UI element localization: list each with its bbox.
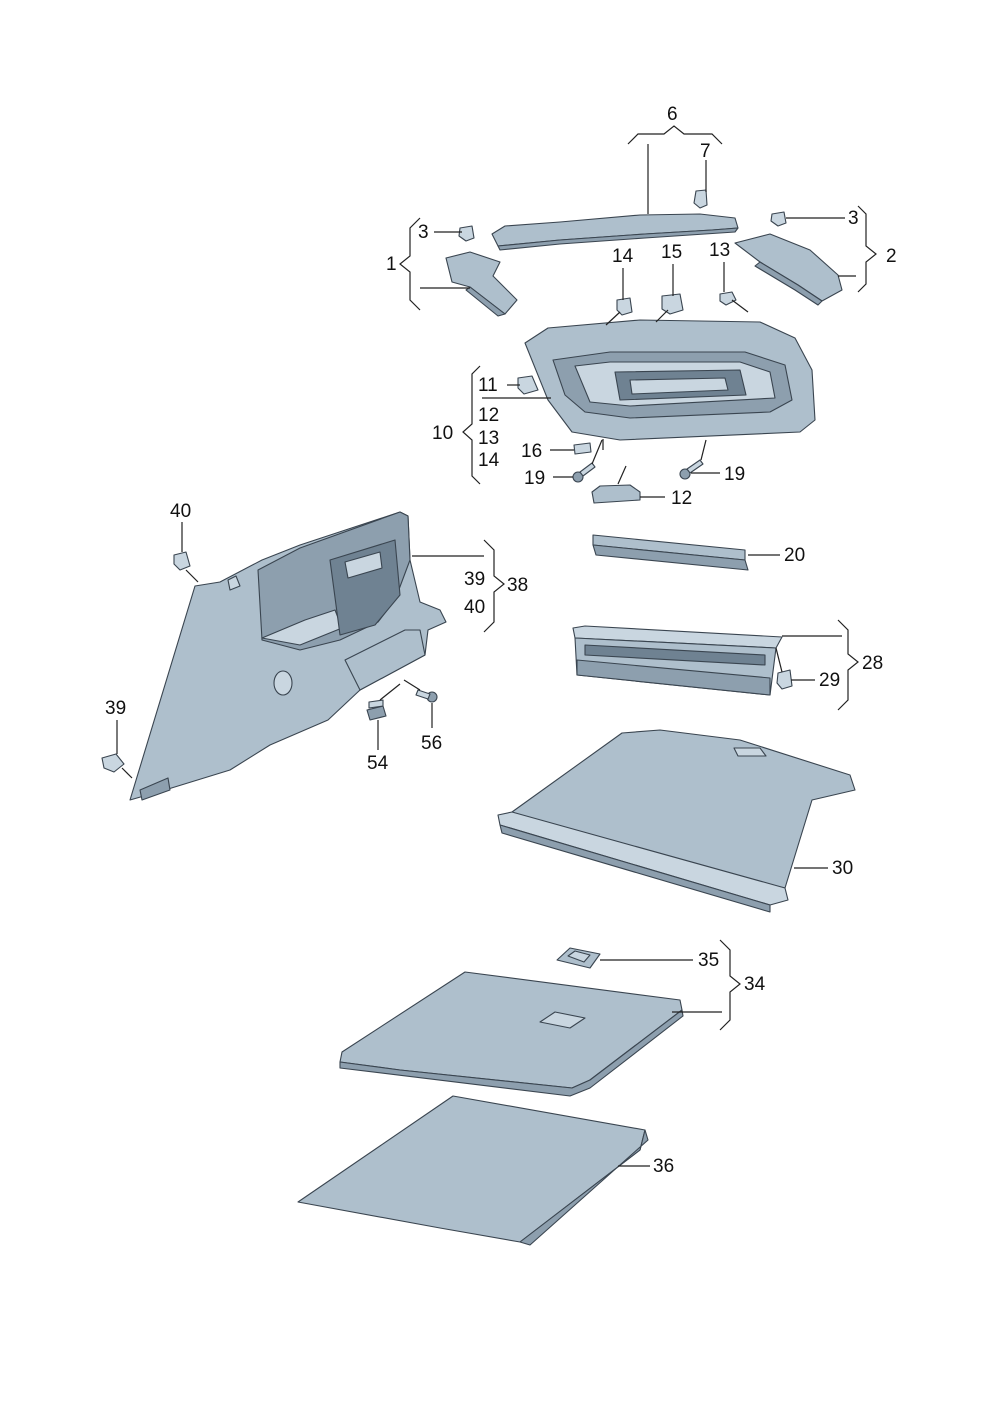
handle-12-part [591,484,641,504]
callout-36: 36 [653,1156,674,1177]
cargo-cover-housing-part [572,625,783,696]
callout-7: 7 [700,141,711,162]
callout-35: 35 [698,950,719,971]
clip-14-part [616,297,633,316]
leader-lines [116,125,877,1167]
callout-20: 20 [784,545,805,566]
clip-29-part [776,669,793,690]
callout-16: 16 [521,441,542,462]
callout-1: 1 [386,254,397,275]
clip-40-part [173,551,191,571]
callout-56: 56 [421,733,442,754]
callout-29: 29 [819,670,840,691]
callout-28: 28 [862,653,883,674]
callout-40-list: 40 [464,597,485,618]
callout-13-list: 13 [478,428,499,449]
tailgate-trim-panel-part [524,319,816,441]
sill-strip-part [592,534,749,571]
callout-3-right: 3 [848,208,859,229]
callout-19-right: 19 [724,464,745,485]
callout-19-left: 19 [524,468,545,489]
grommet-35-part [556,947,601,969]
luggage-cover-part [497,729,856,913]
clip-3-left-part [458,225,475,242]
left-pillar-trim-part [445,251,518,317]
callout-34: 34 [744,974,766,995]
screw-56-part [415,689,438,703]
callout-12-list: 12 [478,405,499,426]
screw-19-left-part [572,462,596,483]
callout-6: 6 [667,104,678,125]
clip-15-part [661,293,684,315]
right-pillar-trim-part [734,233,843,306]
clip-16-part [573,442,592,455]
callout-15: 15 [661,242,682,263]
callout-3-left: 3 [418,222,429,243]
load-floor-part [339,971,684,1097]
callout-40-top: 40 [170,501,191,522]
callout-2: 2 [886,246,897,267]
callout-39: 39 [105,698,126,719]
callout-39-list: 39 [464,569,485,590]
push-pin-54-part [366,699,387,721]
callout-12: 12 [671,488,692,509]
side-trim-panel-part [129,511,447,801]
clip-11-part [517,375,539,395]
callout-14-list: 14 [478,450,500,471]
callout-11: 11 [478,375,498,396]
clip-3-right-part [770,211,787,227]
callout-14-top: 14 [612,246,634,267]
callout-labels: 6 7 3 3 1 2 13 14 15 11 10 12 13 14 16 1… [105,104,897,1177]
callout-10: 10 [432,423,453,444]
clip-13-part [719,291,737,306]
callout-30: 30 [832,858,853,879]
clip-7-part [693,189,708,209]
callout-38: 38 [507,575,528,596]
upper-trim-rail-part [491,213,739,251]
screw-19-right-part [679,459,704,480]
floor-mat-part [297,1095,649,1246]
clip-39-part [101,753,125,773]
callout-13-top: 13 [709,240,730,261]
callout-54: 54 [367,753,389,774]
